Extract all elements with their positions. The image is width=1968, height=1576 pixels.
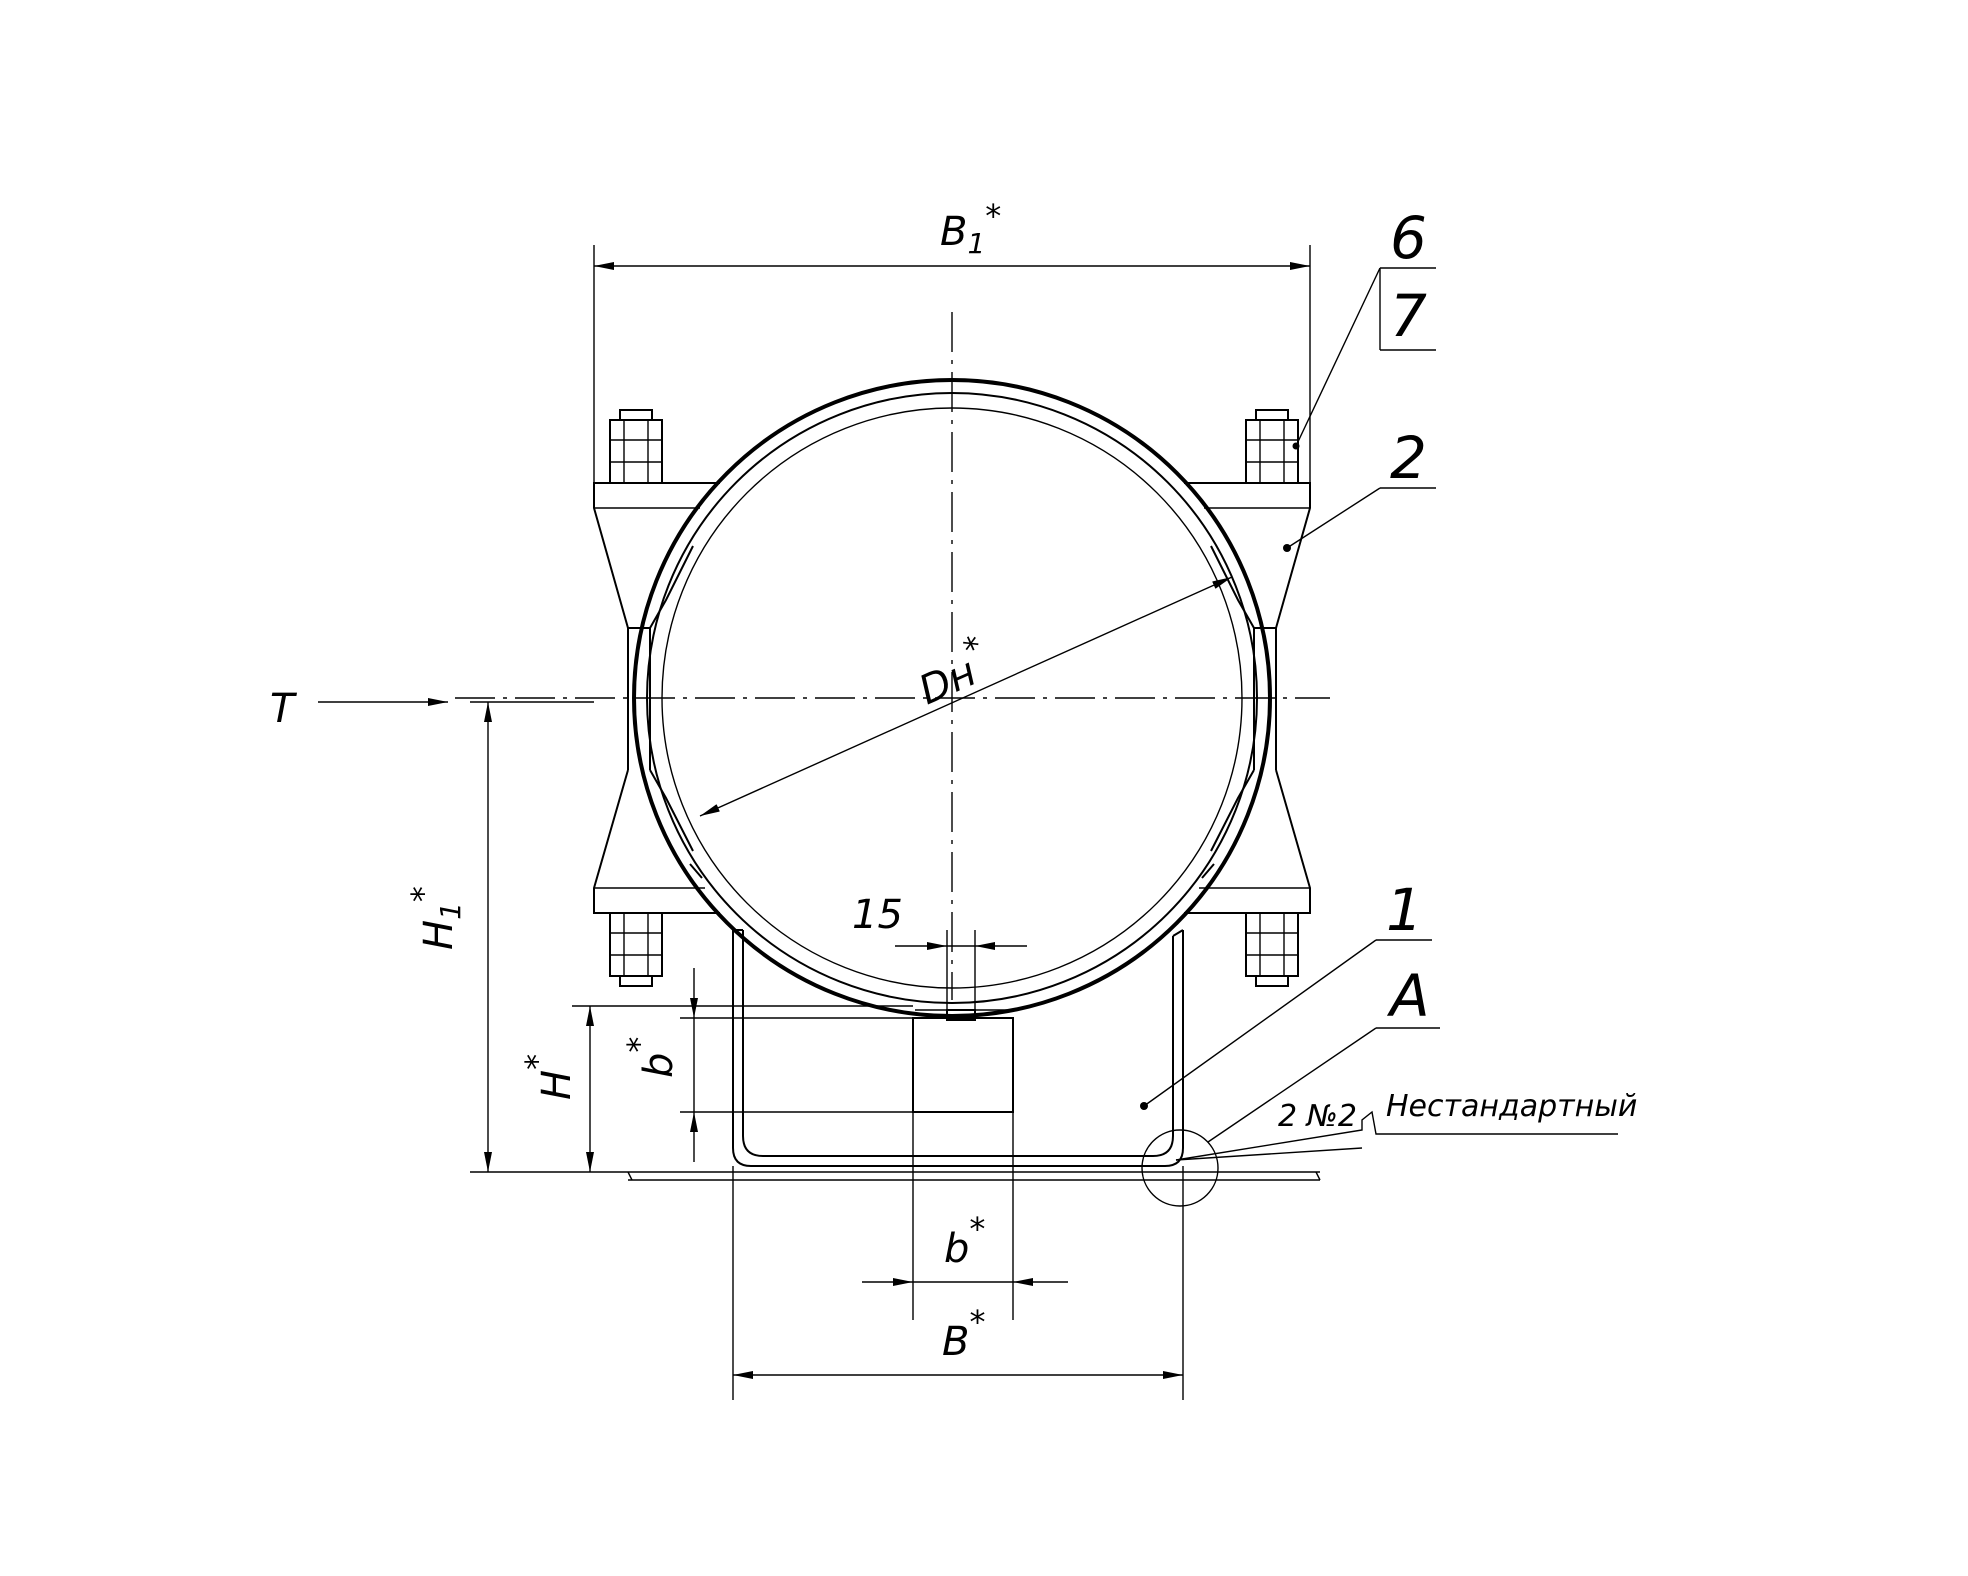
dim-b1: B1* — [593, 197, 1311, 483]
label-h: H* — [518, 1054, 580, 1100]
dim-dn: Dн* — [699, 576, 1233, 817]
label-t: T — [270, 686, 298, 732]
detail-a-circle — [1141, 1129, 1219, 1207]
dim-h1: H1* — [404, 701, 628, 1173]
label-b-horizontal: b* — [944, 1210, 985, 1272]
label-pos-2: 2 — [1390, 424, 1427, 492]
dim-b-horizontal: b* — [862, 1112, 1068, 1320]
stop-block — [912, 1009, 1014, 1113]
pipe-clamp-ring — [632, 378, 1272, 1018]
leader-1: 1 — [1140, 876, 1432, 1110]
leader-a: A — [1207, 962, 1440, 1143]
weld-count-label: 2 №2 — [1278, 1099, 1357, 1134]
label-pos-1: 1 — [1386, 876, 1423, 944]
leader-6-7: 6 7 — [1292, 204, 1436, 450]
label-pos-7: 7 — [1390, 282, 1427, 350]
label-pos-6: 6 — [1390, 204, 1427, 272]
load-t: T — [270, 686, 448, 732]
label-b-vertical: b* — [620, 1037, 682, 1078]
dim-15: 15 — [852, 892, 1027, 1010]
ground-line — [627, 1171, 1321, 1181]
dim-b-big: B* — [732, 1166, 1184, 1400]
base-channel — [732, 929, 1184, 1167]
leader-2: 2 — [1283, 424, 1436, 552]
bolt-lower-left — [609, 912, 663, 987]
upper-left-lug — [593, 482, 720, 770]
bolt-lower-right — [1245, 912, 1299, 987]
bolt-upper-right — [1245, 409, 1299, 484]
dim-b-vertical: b* — [620, 968, 913, 1162]
label-b1: B1* — [940, 197, 1001, 260]
weld-designation: 2 №2 Нестандартный — [1175, 1089, 1637, 1161]
bolt-upper-left — [609, 409, 663, 484]
label-h1: H1* — [404, 886, 467, 950]
weld-type-label: Нестандартный — [1386, 1089, 1637, 1124]
label-15: 15 — [852, 892, 903, 938]
label-pos-a: A — [1386, 962, 1430, 1030]
label-b-big: B* — [942, 1303, 985, 1365]
dim-h: H* — [518, 1005, 913, 1172]
